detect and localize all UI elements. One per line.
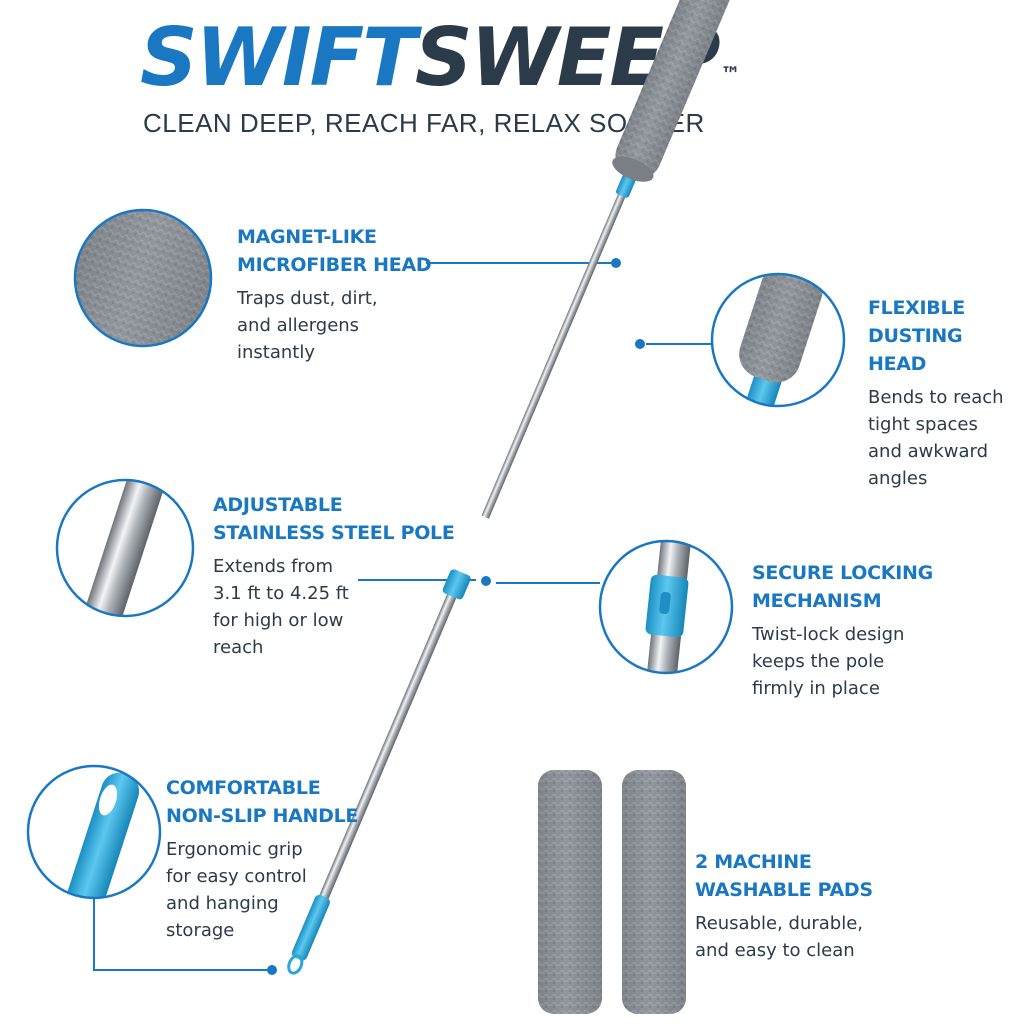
feature-title: ADJUSTABLE STAINLESS STEEL POLE [213, 494, 455, 544]
locking-mechanism-closeup [598, 539, 734, 675]
dot-flexible [635, 339, 645, 349]
dot-microfiber [611, 258, 621, 268]
trademark-symbol: ™ [720, 62, 741, 86]
dot-lock [481, 576, 491, 586]
pole-upper [481, 184, 630, 519]
brand-part-1: SWIFT [140, 11, 417, 104]
feature-title: FLEXIBLE DUSTING HEAD [868, 297, 965, 375]
feature-title: COMFORTABLE NON-SLIP HANDLE [166, 777, 359, 827]
duster-product [287, 0, 738, 975]
feature-description: Bends to reach tight spaces and awkward … [868, 387, 1004, 489]
flexible-head-closeup [710, 272, 846, 408]
feature-flexible-head: FLEXIBLE DUSTING HEAD Bends to reach tig… [868, 294, 1024, 492]
handle-grip [291, 894, 330, 961]
feature-locking-mechanism: SECURE LOCKING MECHANISM Twist-lock desi… [752, 559, 933, 702]
dot-handle [267, 965, 277, 975]
feature-description: Ergonomic grip for easy control and hang… [166, 839, 307, 941]
leader-line-handle [93, 898, 272, 971]
feature-description: Twist-lock design keeps the pole firmly … [752, 624, 905, 699]
feature-description: Extends from 3.1 ft to 4.25 ft for high … [213, 556, 349, 658]
lock-collar [442, 569, 471, 600]
feature-washable-pads: 2 MACHINE WASHABLE PADS Reusable, durabl… [695, 848, 873, 964]
feature-microfiber-head: MAGNET-LIKE MICROFIBER HEAD Traps dust, … [237, 223, 432, 366]
handle-closeup [26, 764, 162, 900]
washable-pads [538, 770, 686, 1014]
feature-non-slip-handle: COMFORTABLE NON-SLIP HANDLE Ergonomic gr… [166, 774, 358, 944]
feature-adjustable-pole: ADJUSTABLE STAINLESS STEEL POLE Extends … [213, 491, 455, 661]
steel-pole-closeup [55, 478, 195, 618]
hanging-loop [287, 954, 304, 975]
feature-title: 2 MACHINE WASHABLE PADS [695, 851, 873, 901]
feature-description: Reusable, durable, and easy to clean [695, 913, 864, 961]
pole-lower [316, 579, 463, 906]
feature-title: MAGNET-LIKE MICROFIBER HEAD [237, 226, 432, 276]
feature-title: SECURE LOCKING MECHANISM [752, 562, 933, 612]
tagline: CLEAN DEEP, REACH FAR, RELAX SOONER [143, 108, 705, 138]
feature-description: Traps dust, dirt, and allergens instantl… [237, 288, 378, 363]
microfiber-closeup [73, 208, 213, 348]
